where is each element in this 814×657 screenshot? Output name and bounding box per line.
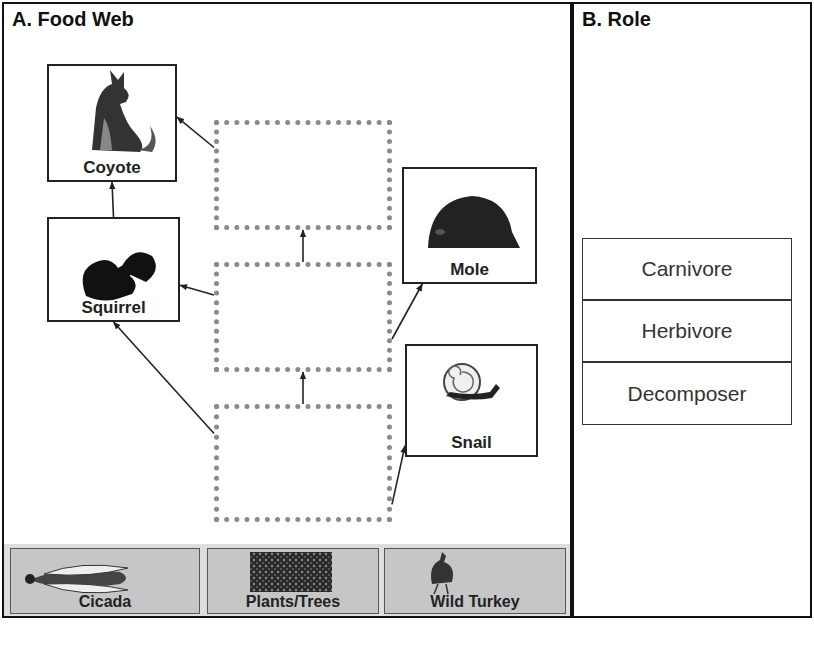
organism-box: Coyote <box>47 64 177 182</box>
blank-box <box>214 120 392 230</box>
node-label: Wild Turkey <box>430 593 519 611</box>
panel-heading: B. Role <box>582 8 651 31</box>
role-panel: B. RoleCarnivoreHerbivoreDecomposer <box>572 2 812 618</box>
mole-picture <box>428 196 520 248</box>
node-label: Squirrel <box>81 298 145 318</box>
node-label: Snail <box>451 433 492 453</box>
food-web-panel: A. Food WebCoyoteSquirrel MoleSnailCicada… <box>2 2 572 618</box>
tile-band <box>3 544 571 617</box>
food-arrow <box>177 117 214 147</box>
node-label: Coyote <box>83 158 141 178</box>
food-arrow <box>392 446 405 505</box>
node-label: Herbivore <box>641 319 732 343</box>
tile-ground <box>207 548 379 614</box>
plants-picture <box>250 552 332 592</box>
node-label: Carnivore <box>641 257 732 281</box>
food-arrow <box>112 182 114 217</box>
role-box: Herbivore <box>582 300 792 362</box>
squirrel-picture <box>83 252 156 300</box>
tile-ground <box>384 548 566 614</box>
cicada-picture <box>25 565 128 593</box>
coyote-picture <box>92 70 156 152</box>
food-arrow <box>180 285 214 295</box>
role-box: Decomposer <box>582 362 792 425</box>
role-box: Carnivore <box>582 238 792 300</box>
panel-heading: A. Food Web <box>12 8 134 31</box>
node-label: Mole <box>450 260 489 280</box>
food-arrow <box>302 230 304 262</box>
node-label: Plants/Trees <box>246 593 340 611</box>
snail-picture <box>444 364 500 400</box>
food-arrow <box>392 284 422 339</box>
food-arrow <box>302 372 304 404</box>
food-arrow <box>114 322 215 434</box>
answer-tile: Wild Turkey <box>384 548 566 614</box>
answer-tile: Plants/Trees <box>207 548 379 614</box>
turkey-picture <box>431 552 453 594</box>
organism-box: Snail <box>405 344 538 457</box>
answer-tile: Cicada <box>10 548 200 614</box>
node-label: Decomposer <box>627 382 746 406</box>
organism-box: Mole <box>402 167 537 284</box>
blank-box <box>214 404 392 522</box>
node-label: Cicada <box>79 593 131 611</box>
blank-box <box>214 262 392 372</box>
tile-ground <box>10 548 200 614</box>
organism-box: Squirrel <box>47 217 180 322</box>
